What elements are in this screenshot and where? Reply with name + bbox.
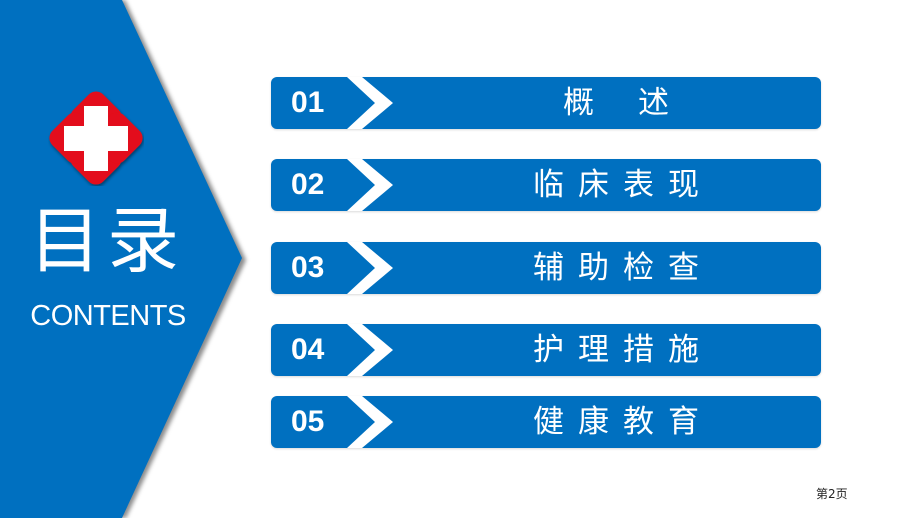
- menu-item-label: 辅助检查: [533, 250, 713, 286]
- menu-item-label: 概述: [563, 85, 713, 121]
- contents-title-english: CONTENTS: [30, 300, 186, 332]
- menu-item-number: 04: [291, 333, 325, 366]
- chevron-right-icon: [347, 324, 393, 376]
- menu-item-number: 05: [291, 405, 325, 438]
- menu-item-overview[interactable]: 01 概述: [271, 77, 821, 129]
- menu-item-health-education[interactable]: 05 健康教育: [271, 396, 821, 448]
- menu-item-label: 护理措施: [533, 332, 713, 368]
- page-number: 第2页: [816, 487, 848, 501]
- menu-item-label: 健康教育: [533, 404, 713, 440]
- menu-item-clinical-manifestations[interactable]: 02 临床表现: [271, 159, 821, 211]
- menu-item-nursing-measures[interactable]: 04 护理措施: [271, 324, 821, 376]
- chevron-right-icon: [347, 77, 393, 129]
- chevron-right-icon: [347, 242, 393, 294]
- menu-item-number: 01: [291, 86, 325, 119]
- menu-item-label: 临床表现: [533, 167, 713, 203]
- chevron-right-icon: [347, 396, 393, 448]
- contents-title-chinese: 目录: [28, 199, 185, 283]
- menu-item-number: 03: [291, 251, 325, 284]
- menu-item-number: 02: [291, 168, 325, 201]
- chevron-right-icon: [347, 159, 393, 211]
- menu-item-auxiliary-examination[interactable]: 03 辅助检查: [271, 242, 821, 294]
- red-cross-hospital-icon: [49, 91, 143, 185]
